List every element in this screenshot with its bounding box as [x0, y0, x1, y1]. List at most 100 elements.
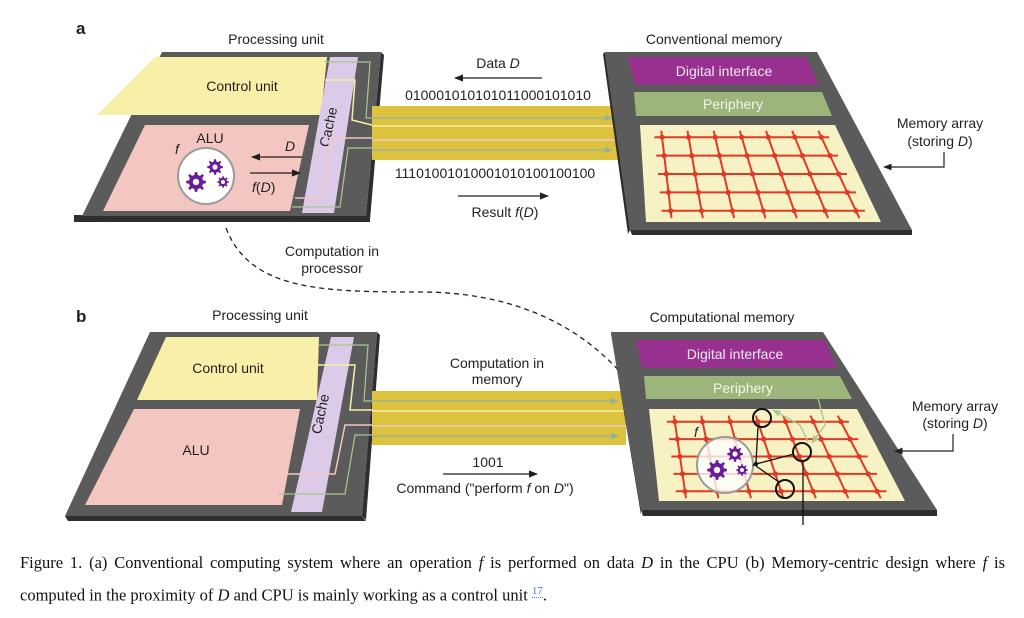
digital-interface-label-a: Digital interface: [676, 63, 773, 79]
memory-cell: [838, 419, 844, 425]
memory-cell: [796, 453, 802, 460]
panel-a-label: a: [76, 19, 86, 38]
digital-interface-b: [636, 340, 837, 368]
memory-cell: [661, 153, 667, 159]
memory-cell: [792, 134, 798, 140]
memory-cell: [874, 488, 880, 494]
computation-in-processor-line2: processor: [301, 260, 363, 276]
figure-caption: Figure 1. (a) Conventional computing sys…: [20, 553, 1005, 605]
memory-cell: [755, 189, 761, 195]
memory-cell: [844, 189, 850, 195]
operation-f-circle-a: f: [175, 141, 235, 205]
periphery-a: [634, 92, 832, 116]
memory-cell: [659, 134, 665, 140]
panel-a: a Processing unit Control unit ALU Cache: [74, 19, 983, 439]
control-unit-block-a: [97, 57, 327, 115]
memory-cell: [765, 134, 771, 140]
memory-cell: [822, 208, 828, 214]
memory-cell: [665, 189, 672, 195]
alu-label-b: ALU: [182, 442, 209, 458]
memory-cell: [856, 453, 862, 460]
f-symbol-b: f: [694, 424, 700, 440]
selected-cell-1: [752, 408, 772, 428]
cache-block-a: [302, 57, 358, 213]
memory-cell: [766, 453, 773, 460]
memory-cell: [746, 488, 752, 494]
memory-cell: [663, 171, 669, 177]
memory-cell: [791, 208, 797, 214]
memory-cell: [744, 153, 750, 159]
memory-cell: [674, 436, 680, 442]
memory-cell: [836, 171, 842, 177]
memory-cell: [847, 436, 853, 442]
memory-cell: [865, 471, 871, 477]
memory-cell: [668, 208, 674, 214]
control-unit-label-b: Control unit: [192, 360, 264, 376]
panel-b: b Processing unit Control unit ALU Cache: [65, 307, 998, 525]
data-bits-a: 010001010101011000101010: [405, 87, 591, 103]
digital-interface-label-b: Digital interface: [687, 346, 784, 362]
memory-cell: [749, 171, 756, 177]
memory-cell: [679, 471, 686, 477]
reference-link-17[interactable]: 17: [531, 585, 543, 598]
memory-cell: [716, 153, 723, 159]
fd-symbol-a: f(D): [252, 179, 275, 195]
memory-cell: [689, 153, 695, 159]
memory-cell: [682, 488, 688, 494]
memory-cell: [778, 171, 784, 177]
memory-cell: [727, 419, 733, 425]
periphery-label-b: Periphery: [713, 380, 773, 396]
d-symbol-a: D: [285, 138, 295, 154]
memory-cell: [827, 153, 833, 159]
memory-cell: [695, 189, 701, 195]
memory-cell: [818, 436, 824, 442]
f-symbol-a: f: [175, 141, 181, 157]
processing-unit-title-b: Processing unit: [212, 307, 308, 323]
panel-b-label: b: [76, 307, 86, 326]
memory-cell: [725, 189, 731, 195]
memory-cell: [782, 419, 789, 425]
memory-cell: [703, 436, 709, 442]
memory-title-b: Computational memory: [650, 309, 795, 325]
memory-cell: [686, 134, 692, 140]
memory-array-pointer-a: [883, 152, 945, 171]
memory-cell: [677, 453, 683, 460]
processing-unit-chip-a: Control unit ALU Cache: [74, 52, 385, 222]
memory-cell: [810, 488, 816, 494]
memory-array-label-b-line1: Memory array: [912, 398, 998, 414]
figure-diagram: a Processing unit Control unit ALU Cache: [65, 19, 998, 525]
memory-title-a: Conventional memory: [646, 31, 782, 47]
memory-cell: [761, 436, 767, 442]
selected-cell-3: [775, 479, 795, 499]
memory-array-label-a-line2: (storing D): [907, 133, 972, 149]
memory-cell: [772, 153, 778, 159]
caption-prefix: Figure 1.: [20, 553, 83, 572]
digital-interface-a: [628, 57, 819, 85]
memory-cell: [755, 419, 761, 425]
memory-cell: [760, 208, 766, 214]
command-label-b: Command ("perform f on D"): [396, 480, 573, 496]
memory-cell: [672, 419, 678, 425]
memory-cell: [772, 471, 778, 477]
selected-cell-2: [792, 442, 812, 462]
cache-block-b: [291, 337, 354, 512]
command-bus-b: [372, 391, 626, 445]
periphery-b: [644, 376, 852, 399]
alu-label-a: ALU: [196, 130, 223, 146]
periphery-write-arrow: [811, 397, 826, 444]
memory-cell: [739, 134, 745, 140]
memory-cell: [842, 488, 848, 494]
control-unit-block-b: [137, 337, 319, 400]
periphery-readout-arrow: [772, 409, 809, 443]
computation-in-memory-line2: memory: [472, 371, 523, 387]
conventional-memory-chip-a: Conventional memory Digital interface Pe…: [603, 31, 912, 235]
memory-cell: [810, 419, 816, 425]
memory-cell: [712, 134, 718, 140]
command-bits-b: 1001: [472, 454, 503, 470]
memory-cell: [729, 208, 736, 214]
processing-unit-chip-b: Control unit ALU Cache: [65, 332, 384, 521]
memory-cell: [807, 171, 813, 177]
control-unit-label-a: Control unit: [206, 78, 278, 94]
memory-cell: [789, 436, 796, 442]
memory-cell: [785, 189, 791, 195]
